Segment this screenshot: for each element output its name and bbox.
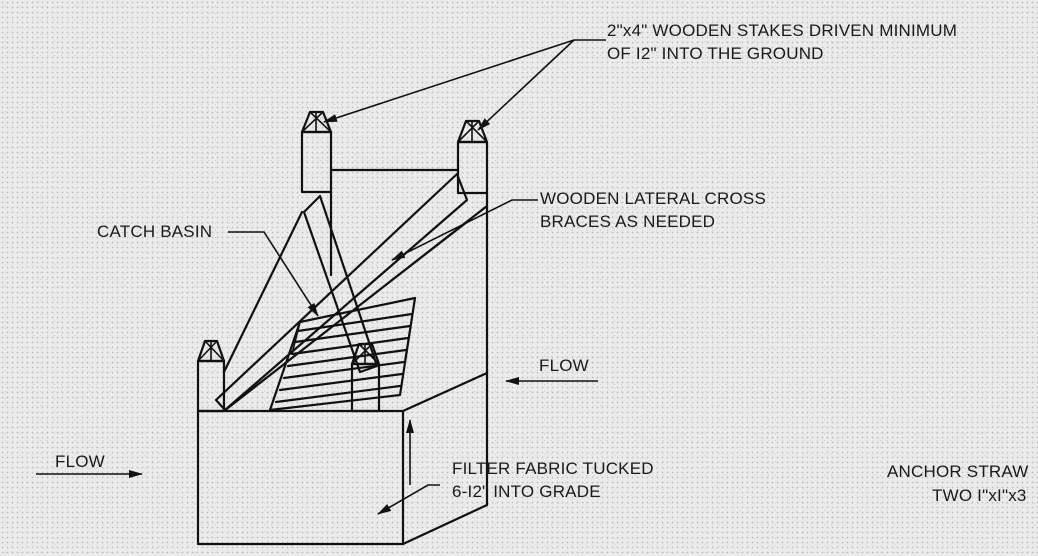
stakes-label-line2: OF I2" INTO THE GROUND [607,44,824,63]
catch-basin-label: CATCH BASIN [97,222,213,241]
fabric-label-line1: FILTER FABRIC TUCKED [452,459,654,478]
flow-label-left: FLOW [55,452,105,471]
flow-arrows [36,377,598,478]
back-right-stake [456,119,489,195]
front-left-stake [196,339,226,413]
filter-fabric-front [196,371,489,546]
braces-label-line2: BRACES AS NEEDED [540,212,716,231]
fabric-label-line2: 6-I2" INTO GRADE [452,482,601,501]
cross-braces [214,172,489,413]
stakes-label-line1: 2"x4" WOODEN STAKES DRIVEN MINIMUM [607,21,958,40]
flow-label-right: FLOW [539,356,589,375]
anchor-label-line1: ANCHOR STRAW [887,462,1029,481]
leader-lines [228,39,606,515]
braces-label-line1: WOODEN LATERAL CROSS [540,189,766,208]
anchor-label-line2: TWO I"xI"x3 [932,486,1027,505]
back-left-stake [300,110,333,194]
filter-fabric-back [329,168,489,507]
catch-basin-grate [268,296,417,412]
